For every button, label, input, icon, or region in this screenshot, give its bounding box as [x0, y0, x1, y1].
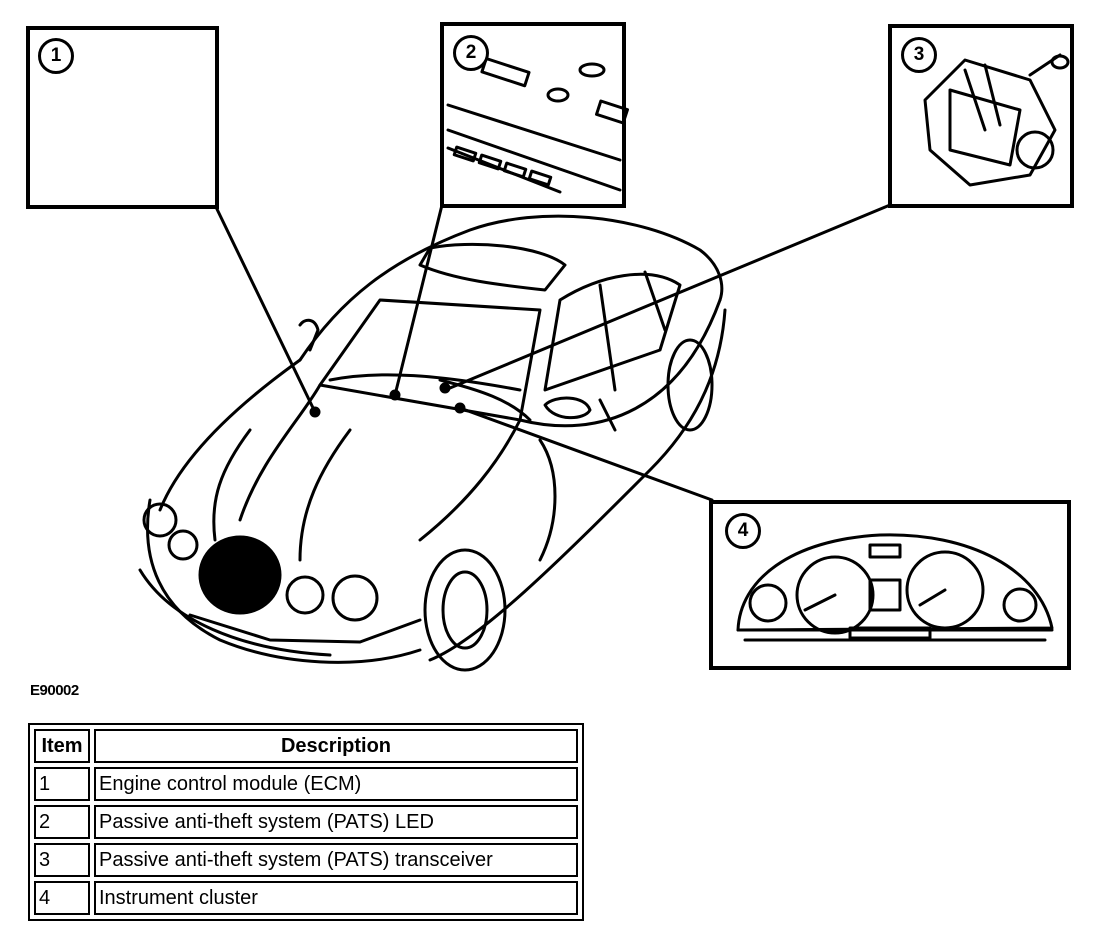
legend-header-row: Item Description — [34, 729, 578, 763]
leader-line-4 — [458, 406, 714, 502]
legend-item-description: Passive anti-theft system (PATS) transce… — [94, 843, 578, 877]
legend-item-description: Passive anti-theft system (PATS) LED — [94, 805, 578, 839]
table-row: 4 Instrument cluster — [34, 881, 578, 915]
legend-item-number: 1 — [34, 767, 90, 801]
legend-header-item: Item — [34, 729, 90, 763]
leader-line-2 — [393, 203, 444, 397]
leader-line-3 — [448, 203, 892, 390]
legend-table: Item Description 1 Engine control module… — [28, 723, 584, 921]
callout-number-4: 4 — [725, 513, 761, 549]
legend-item-description: Engine control module (ECM) — [94, 767, 578, 801]
legend-item-number: 3 — [34, 843, 90, 877]
leader-line-1 — [213, 203, 317, 414]
callout-number-1: 1 — [38, 38, 74, 74]
car-illustration — [138, 214, 727, 672]
table-row: 2 Passive anti-theft system (PATS) LED — [34, 805, 578, 839]
pats-led-inset-drawing — [446, 57, 629, 194]
legend-header-description: Description — [94, 729, 578, 763]
legend-item-description: Instrument cluster — [94, 881, 578, 915]
legend-item-number: 2 — [34, 805, 90, 839]
callout-box-1: 1 — [26, 26, 219, 209]
pats-transceiver-inset-drawing — [923, 53, 1070, 187]
legend-item-number: 4 — [34, 881, 90, 915]
instrument-cluster-inset-drawing — [736, 533, 1054, 642]
table-row: 1 Engine control module (ECM) — [34, 767, 578, 801]
table-row: 3 Passive anti-theft system (PATS) trans… — [34, 843, 578, 877]
callout-box-2: 2 — [440, 22, 626, 208]
figure-code: E90002 — [30, 682, 79, 699]
callout-number-3: 3 — [901, 37, 937, 73]
callout-box-3: 3 — [888, 24, 1074, 208]
leader-lines — [213, 203, 892, 502]
callout-number-2: 2 — [453, 35, 489, 71]
callout-box-4: 4 — [709, 500, 1071, 670]
